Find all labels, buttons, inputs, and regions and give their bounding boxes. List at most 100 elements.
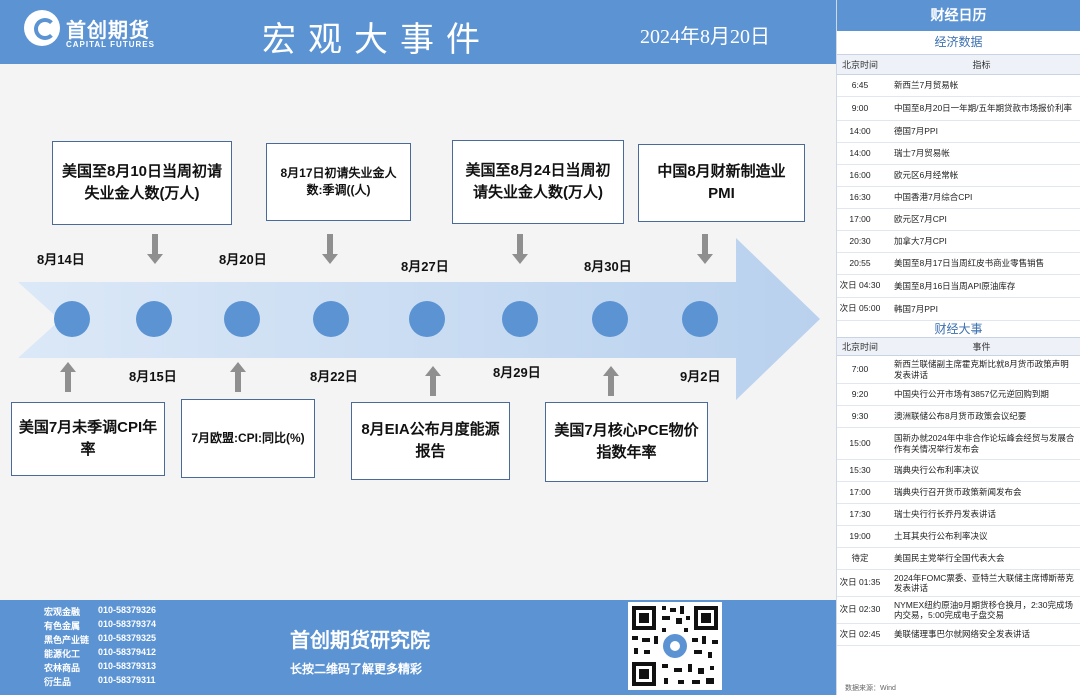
contact-phone: 010-58379412 bbox=[98, 647, 157, 657]
row-event: 瑞士央行行长乔丹发表讲话 bbox=[894, 509, 997, 520]
footer-title: 首创期货研究院 bbox=[290, 630, 430, 652]
events-table-row: 19:00 土耳其央行公布利率决议 bbox=[837, 526, 1080, 548]
event-box: 美国至8月24日当周初请失业金人数(万人) bbox=[452, 140, 624, 224]
row-event: NYMEX纽约原油9月期货移仓换月，2:30完成场内交易，5:00完成电子盘交易 bbox=[894, 599, 1073, 620]
col-event-header: 事件 bbox=[972, 342, 991, 352]
contact-dept: 衍生品 bbox=[44, 677, 72, 687]
econ-table-header: 北京时间 指标 bbox=[837, 54, 1080, 75]
row-time: 6:45 bbox=[851, 79, 869, 90]
row-event: 中国香港7月综合CPI bbox=[894, 192, 973, 203]
col-time-header: 北京时间 bbox=[841, 342, 878, 352]
row-event: 土耳其央行公布利率决议 bbox=[894, 531, 988, 542]
econ-table-row: 16:00 欧元区6月经常帐 bbox=[837, 165, 1080, 187]
row-time: 19:00 bbox=[849, 530, 871, 541]
row-time: 待定 bbox=[851, 552, 869, 563]
row-event: 国新办就2024年中非合作论坛峰会经贸与发展合作有关情况举行发布会 bbox=[894, 433, 1075, 454]
down-arrow-icon bbox=[512, 234, 528, 264]
row-event: 瑞典央行召开货币政策新闻发布会 bbox=[894, 487, 1022, 498]
row-time: 次日 02:30 bbox=[839, 604, 881, 615]
row-time: 次日 02:45 bbox=[839, 628, 881, 639]
row-time: 16:00 bbox=[849, 169, 871, 180]
event-box: 8月EIA公布月度能源报告 bbox=[351, 402, 510, 480]
down-arrow-icon bbox=[322, 234, 338, 264]
up-arrows bbox=[60, 362, 619, 396]
contact-line: 衍生品 010-58379311 bbox=[44, 675, 156, 688]
timeline-dot bbox=[682, 301, 718, 337]
row-time: 15:00 bbox=[849, 437, 871, 448]
timeline-dot bbox=[313, 301, 349, 337]
contact-dept: 黑色产业链 bbox=[44, 635, 90, 645]
econ-table-row: 9:00 中国至8月20日一年期/五年期贷款市场报价利率 bbox=[837, 97, 1080, 121]
date-label: 8月15日 bbox=[129, 369, 177, 384]
logo-text: 首创期货 bbox=[66, 20, 150, 42]
row-time: 20:55 bbox=[849, 257, 871, 268]
row-event: 中国至8月20日一年期/五年期贷款市场报价利率 bbox=[894, 103, 1073, 114]
capital-futures-logo-icon bbox=[24, 10, 60, 46]
date-label: 8月20日 bbox=[219, 252, 267, 267]
row-event: 2024年FOMC票委、亚特兰大联储主席博斯蒂克发表讲话 bbox=[894, 572, 1074, 593]
up-arrow-icon bbox=[603, 366, 619, 396]
date-label: 8月27日 bbox=[401, 259, 449, 274]
event-box: 中国8月财新制造业PMI bbox=[638, 144, 805, 222]
row-event: 美联储理事巴尔就网络安全发表讲话 bbox=[894, 629, 1031, 640]
contact-phone: 010-58379311 bbox=[98, 675, 156, 685]
econ-data-title: 经济数据 bbox=[934, 35, 983, 49]
events-table-row: 待定美国民主党举行全国代表大会 bbox=[837, 548, 1080, 570]
econ-table-row: 20:55 美国至8月17日当周红皮书商业零售销售 bbox=[837, 253, 1080, 275]
page-title: 宏观大事件 bbox=[262, 20, 492, 60]
timeline-dot bbox=[592, 301, 628, 337]
contact-phone: 010-58379374 bbox=[98, 619, 157, 629]
qr-code-icon[interactable] bbox=[628, 602, 722, 690]
row-time: 14:00 bbox=[849, 125, 871, 136]
events-table-row: 次日 02:45 美联储理事巴尔就网络安全发表讲话 bbox=[837, 624, 1080, 646]
timeline-graphic bbox=[18, 234, 820, 400]
row-event: 欧元区7月CPI bbox=[894, 214, 947, 225]
row-time: 7:00 bbox=[851, 363, 869, 374]
date-label: 8月14日 bbox=[37, 252, 85, 267]
timeline-dots bbox=[54, 301, 718, 337]
econ-table-row: 16:30 中国香港7月综合CPI bbox=[837, 187, 1080, 209]
row-time: 16:30 bbox=[849, 191, 871, 202]
row-event: 瑞典央行公布利率决议 bbox=[894, 465, 980, 476]
up-arrow-icon bbox=[60, 362, 76, 392]
col-time-header: 北京时间 bbox=[841, 60, 878, 70]
event-box: 8月17日初请失业金人数:季调((人) bbox=[266, 143, 411, 221]
row-time: 9:30 bbox=[851, 410, 869, 421]
row-time: 9:00 bbox=[851, 102, 869, 113]
event-box: 美国7月核心PCE物价指数年率 bbox=[545, 402, 708, 482]
event-box: 美国7月未季调CPI年率 bbox=[11, 402, 165, 476]
row-event: 中国央行公开市场有3857亿元逆回购到期 bbox=[894, 389, 1049, 400]
footer-subtitle: 长按二维码了解更多精彩 bbox=[290, 662, 423, 676]
event-box: 美国至8月10日当周初请失业金人数(万人) bbox=[52, 141, 232, 225]
events-title: 财经大事 bbox=[934, 322, 983, 336]
row-time: 17:30 bbox=[849, 508, 871, 519]
contact-dept: 有色金属 bbox=[44, 621, 81, 631]
row-time: 17:00 bbox=[849, 486, 871, 497]
row-time: 15:30 bbox=[849, 464, 871, 475]
events-table-row: 17:30 瑞士央行行长乔丹发表讲话 bbox=[837, 504, 1080, 526]
row-event: 欧元区6月经常帐 bbox=[894, 170, 959, 181]
row-event: 加拿大7月CPI bbox=[894, 236, 947, 247]
row-event: 美国至8月17日当周红皮书商业零售销售 bbox=[894, 258, 1045, 269]
date-label: 8月29日 bbox=[493, 365, 541, 380]
row-event: 德国7月PPI bbox=[894, 126, 938, 137]
down-arrow-icon bbox=[147, 234, 163, 264]
events-table-header: 北京时间 事件 bbox=[837, 337, 1080, 356]
row-time: 20:30 bbox=[849, 235, 871, 246]
logo-english-text: CAPITAL FUTURES bbox=[66, 40, 155, 49]
data-source-note: 数据来源：Wind bbox=[845, 685, 896, 692]
row-time: 次日 04:30 bbox=[839, 280, 881, 291]
col-indicator-header: 指标 bbox=[972, 60, 991, 70]
timeline-dot bbox=[502, 301, 538, 337]
